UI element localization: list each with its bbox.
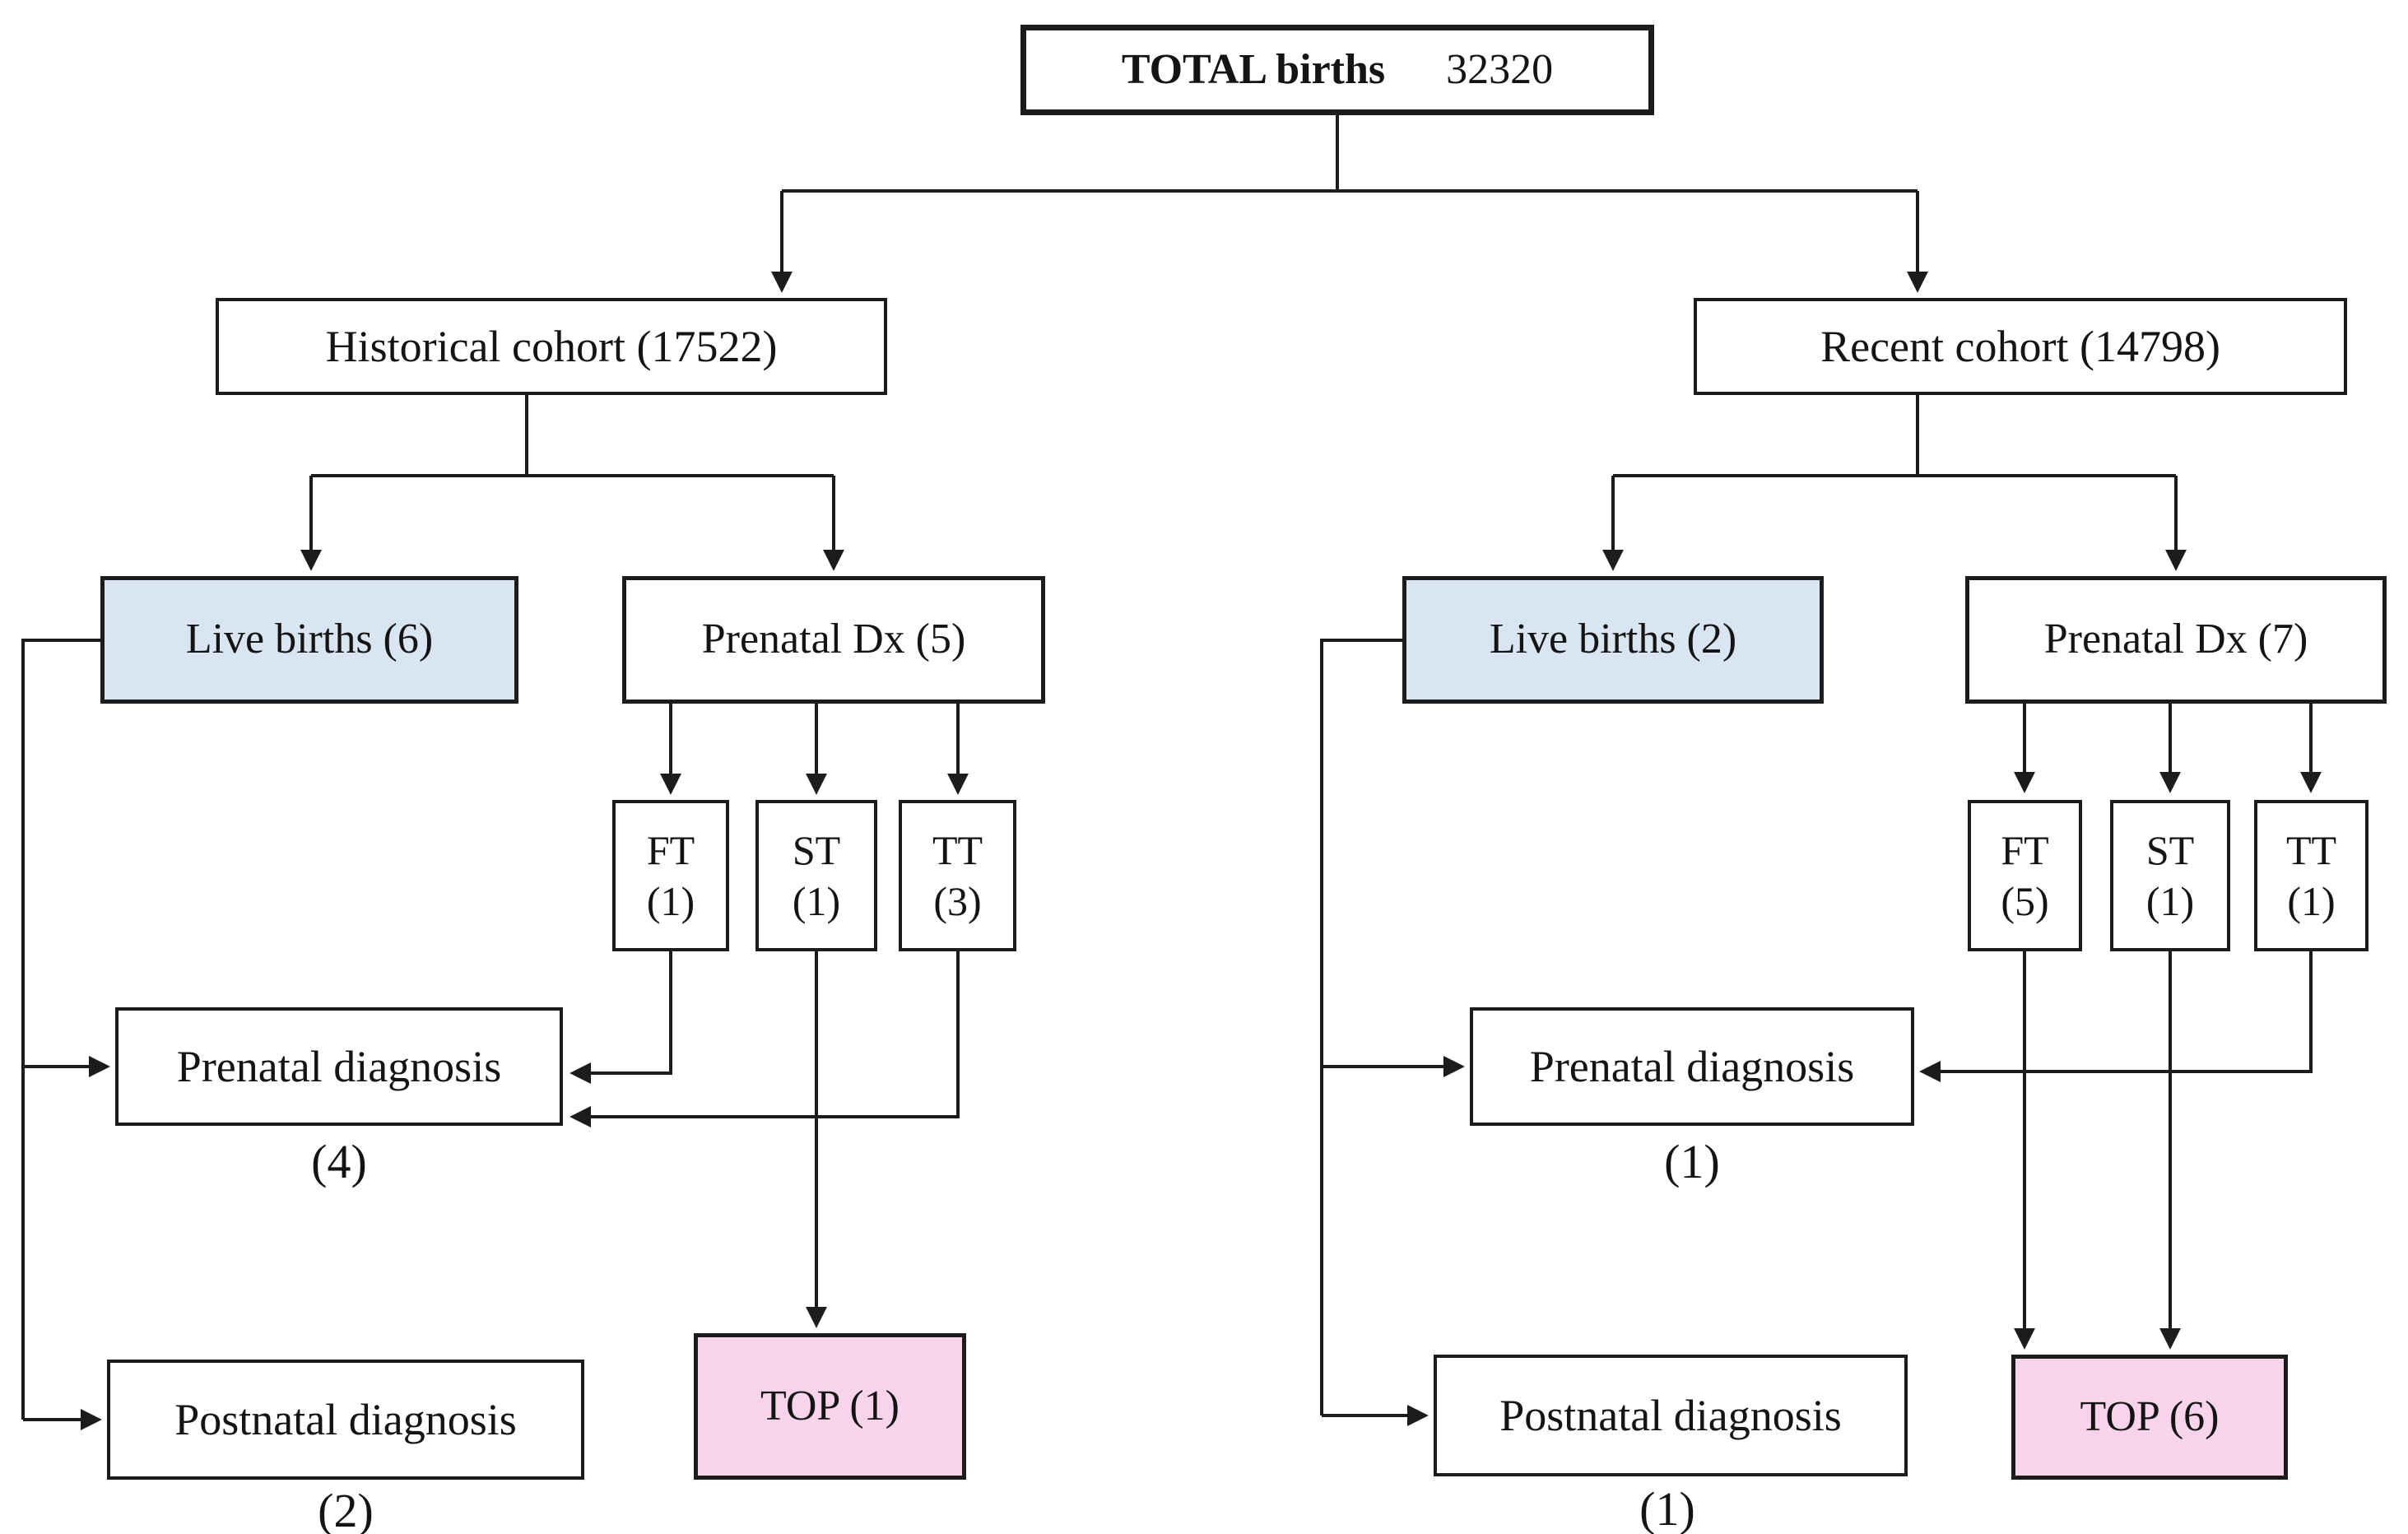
recent-cohort-box: Recent cohort (14798) xyxy=(1694,298,2347,395)
prenatal-diagnosis-right-count: (1) xyxy=(1664,1135,1720,1188)
ft-left-box: FT (1) xyxy=(612,800,729,951)
tt-right-count: (1) xyxy=(2287,878,2336,924)
st-right-count: (1) xyxy=(2145,878,2195,924)
tt-left-count: (3) xyxy=(933,878,982,924)
edge-prenatal-dx-right-to-trimesters xyxy=(2014,704,2322,793)
prenatal-dx-right-box: Prenatal Dx (7) xyxy=(1965,576,2387,704)
edge-total-to-cohorts xyxy=(771,115,1928,293)
prenatal-diagnosis-left-count: (4) xyxy=(311,1135,367,1188)
postnatal-diagnosis-right-box: Postnatal diagnosis xyxy=(1434,1355,1908,1476)
st-left-label: ST xyxy=(792,826,841,873)
top-left-box: TOP (1) xyxy=(694,1333,966,1480)
ft-left-count: (1) xyxy=(646,878,695,924)
st-right-box: ST (1) xyxy=(2110,800,2230,951)
total-births-box: TOTAL births 32320 xyxy=(1020,25,1654,115)
ft-right-box: FT (5) xyxy=(1968,800,2082,951)
edge-tt-right-to-prenatal-diagnosis xyxy=(1919,951,2313,1082)
postnatal-diagnosis-left-count: (2) xyxy=(318,1484,374,1534)
prenatal-diagnosis-right-box: Prenatal diagnosis xyxy=(1470,1007,1914,1126)
tt-left-label: TT xyxy=(932,826,983,873)
tt-right-label: TT xyxy=(2285,826,2337,873)
st-left-count: (1) xyxy=(792,878,841,924)
total-births-label: TOTAL births xyxy=(1121,45,1386,93)
tt-left-box: TT (3) xyxy=(899,800,1016,951)
edge-ft-st-right-to-top xyxy=(2014,951,2181,1350)
ft-right-count: (5) xyxy=(2001,878,2049,924)
edge-historical-to-children xyxy=(300,395,844,571)
edge-prenatal-dx-left-to-trimesters xyxy=(660,704,969,795)
total-births-value: 32320 xyxy=(1446,45,1554,93)
postnatal-diagnosis-left-box: Postnatal diagnosis xyxy=(107,1360,584,1480)
top-right-box: TOP (6) xyxy=(2011,1355,2288,1480)
edge-ft-tt-left-to-prenatal-diagnosis xyxy=(569,951,960,1127)
historical-cohort-box: Historical cohort (17522) xyxy=(216,298,887,395)
prenatal-diagnosis-left-box: Prenatal diagnosis xyxy=(115,1007,563,1126)
st-right-label: ST xyxy=(2145,826,2195,873)
edge-live-births-left-branch xyxy=(21,639,110,1430)
st-left-box: ST (1) xyxy=(755,800,877,951)
prenatal-dx-left-box: Prenatal Dx (5) xyxy=(622,576,1045,704)
live-births-left-box: Live births (6) xyxy=(100,576,518,704)
tt-right-box: TT (1) xyxy=(2254,800,2368,951)
postnatal-diagnosis-right-count: (1) xyxy=(1639,1482,1695,1534)
live-births-right-box: Live births (2) xyxy=(1402,576,1824,704)
edge-live-births-right-branch xyxy=(1320,639,1465,1426)
ft-left-label: FT xyxy=(646,826,695,873)
edge-recent-to-children xyxy=(1602,395,2187,571)
ft-right-label: FT xyxy=(2001,826,2049,873)
